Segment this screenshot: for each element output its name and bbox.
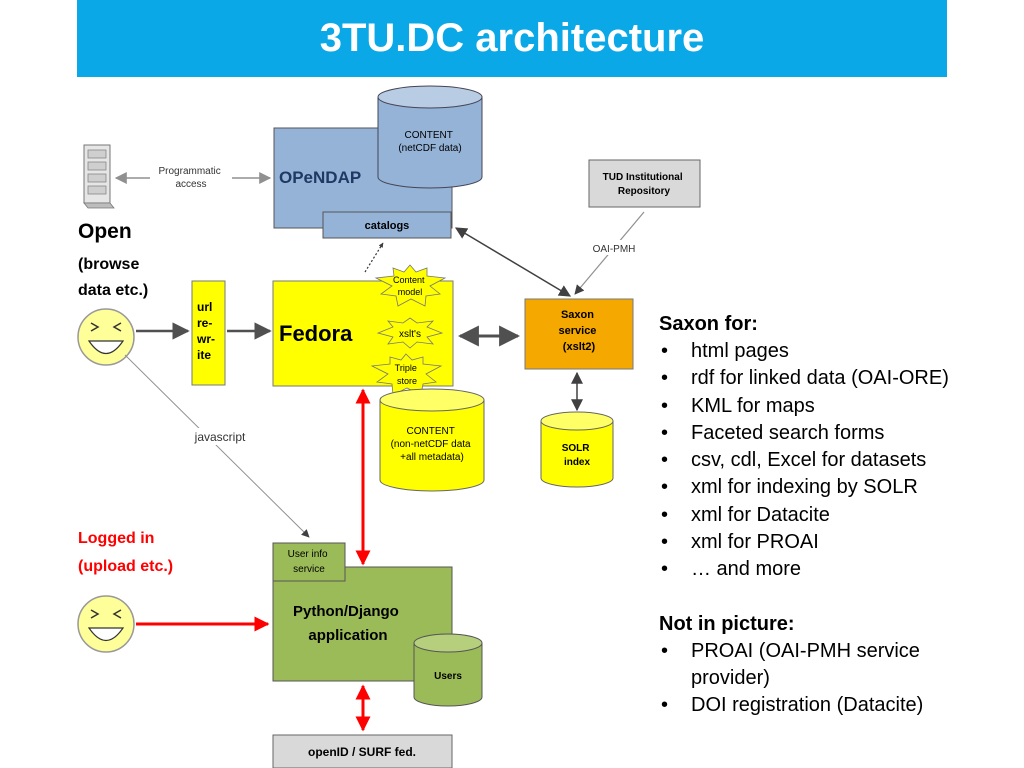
open-users-label: Open (browse data etc.) <box>78 220 148 299</box>
user-info-service-label: User info service <box>288 549 331 575</box>
svg-text:xslt's: xslt's <box>399 329 421 340</box>
url-rewrite-box <box>191 280 226 386</box>
tud-repository-label: TUD Institutional Repository <box>603 172 686 197</box>
content-metadata-cylinder: CONTENT (non-netCDF data +all metadata) <box>379 388 485 492</box>
open-user-smiley-icon <box>77 308 135 366</box>
not-in-picture-list: PROAI (OAI-PMH service provider) DOI reg… <box>659 638 959 720</box>
django-label: Python/Django application <box>293 603 403 644</box>
javascript-arrow <box>124 354 310 538</box>
content-model-catalogs-link <box>364 242 384 273</box>
list-item: … and more <box>659 556 1019 584</box>
fedora-label: Fedora <box>279 321 353 346</box>
svg-text:CONTENT (non-netCDF da: CONTENT (non-netCDF data +all metadata) <box>391 426 474 463</box>
catalogs-saxon-arrow <box>454 227 572 297</box>
saxon-box <box>524 298 634 370</box>
list-item: xml for Datacite <box>659 502 1019 530</box>
url-rewrite-label: url re- wr- ite <box>196 300 218 362</box>
content-netcdf-cylinder: CONTENT (netCDF data) <box>377 85 483 189</box>
list-item: Faceted search forms <box>659 420 1019 448</box>
not-in-picture-heading: Not in picture: <box>659 612 795 635</box>
openid-box <box>272 734 453 768</box>
list-item: rdf for linked data (OAI-ORE) <box>659 365 1019 393</box>
catalogs-box <box>322 211 452 239</box>
logged-in-user-smiley-icon <box>77 595 135 653</box>
catalogs-label: catalogs <box>365 220 410 232</box>
list-item: KML for maps <box>659 393 1019 421</box>
saxon-label: Saxon service (xslt2) <box>559 309 600 353</box>
user-info-service-box <box>272 542 346 582</box>
content-model-star: Content model <box>374 264 447 307</box>
notes-panel: Saxon for: html pages rdf for linked dat… <box>659 311 1019 720</box>
programmatic-access-label: Programmatic access <box>158 166 223 190</box>
svg-text:SOLR index: SOLR index <box>562 443 593 468</box>
openid-label: openID / SURF fed. <box>308 745 416 759</box>
svg-text:Content model: Content model <box>393 275 427 297</box>
logged-in-label: Logged in (upload etc.) <box>78 530 173 575</box>
svg-text:Users: Users <box>434 671 462 682</box>
slide-title: 3TU.DC architecture <box>77 0 947 77</box>
saxon-notes-list: html pages rdf for linked data (OAI-ORE)… <box>659 338 1019 584</box>
saxon-notes-heading: Saxon for: <box>659 313 758 335</box>
list-item: xml for indexing by SOLR <box>659 474 1019 502</box>
javascript-label: javascript <box>194 430 246 444</box>
list-item: xml for PROAI <box>659 529 1019 557</box>
xslts-star: xslt's <box>376 317 444 349</box>
list-item: DOI registration (Datacite) <box>659 692 959 720</box>
server-icon <box>83 144 115 209</box>
solr-index-cylinder: SOLR index <box>540 411 614 488</box>
oai-pmh-label: OAI-PMH <box>593 244 636 255</box>
list-item: csv, cdl, Excel for datasets <box>659 447 1019 475</box>
users-cylinder: Users <box>413 633 483 707</box>
svg-text:Triple store: Triple store <box>395 363 420 386</box>
opendap-label: OPeNDAP <box>279 168 361 187</box>
list-item: PROAI (OAI-PMH service provider) <box>659 638 959 693</box>
triple-store-star: Triple store <box>370 353 443 396</box>
list-item: html pages <box>659 338 1019 366</box>
svg-text:CONTENT (netCDF data): CONTENT (netCDF data) <box>398 130 461 154</box>
tud-repository-box <box>588 159 701 208</box>
